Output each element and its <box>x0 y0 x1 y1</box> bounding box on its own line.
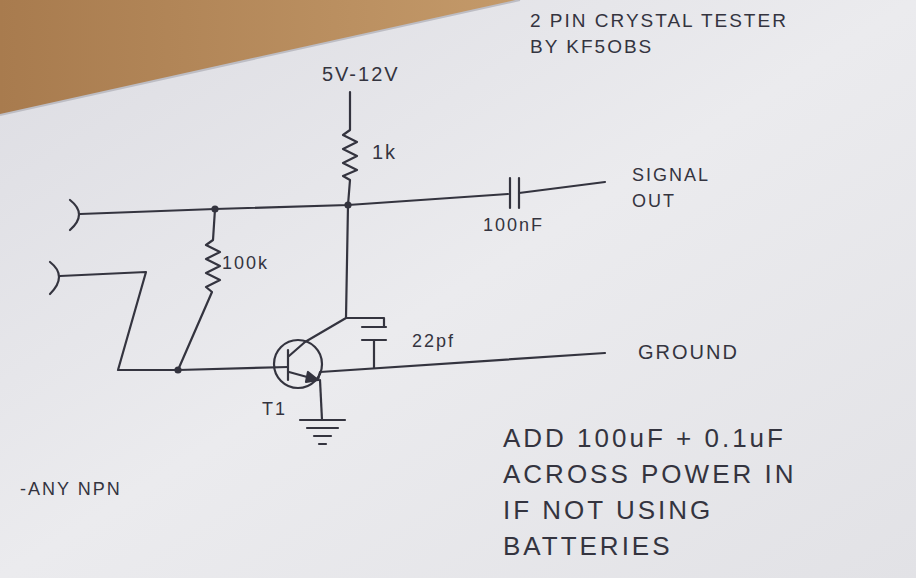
note: ADD 100uF + 0.1uF ACROSS POWER IN IF NOT… <box>503 420 833 564</box>
wooden-desk <box>0 0 520 115</box>
capacitor-symbol <box>362 326 386 328</box>
signal-name: SIGNAL OUT <box>632 162 722 214</box>
wire <box>80 194 508 214</box>
ground-symbol <box>319 443 326 445</box>
resistor-symbol <box>343 92 357 205</box>
voltage-label: 5V-12V <box>322 62 400 87</box>
wire <box>373 340 375 368</box>
crystal-pin <box>70 200 79 230</box>
wire <box>289 205 348 356</box>
emitter-arrow <box>306 372 318 382</box>
crystal-pin <box>50 262 59 294</box>
capacitor-symbol <box>509 178 511 208</box>
ground-symbol <box>314 435 331 437</box>
resistor-value: 1k <box>372 140 397 165</box>
note: -ANY NPN <box>20 478 122 501</box>
wire <box>318 353 605 380</box>
capacitor-value: 100nF <box>483 214 544 237</box>
resistor-value: 100k <box>222 252 269 275</box>
transistor-symbol <box>287 350 289 380</box>
wire <box>519 182 605 193</box>
ground-symbol <box>307 427 338 429</box>
capacitor-value: 22pf <box>412 330 455 353</box>
wire <box>60 272 288 370</box>
part-name: T1 <box>262 398 287 421</box>
drawing-title: 2 PIN CRYSTAL TESTER BY KF5OBS <box>530 8 800 60</box>
resistor-symbol <box>178 209 220 370</box>
signal-name: GROUND <box>638 340 739 365</box>
ground-symbol <box>300 419 345 421</box>
paper-edge <box>0 0 520 115</box>
wire <box>320 380 322 420</box>
wire <box>346 318 384 326</box>
